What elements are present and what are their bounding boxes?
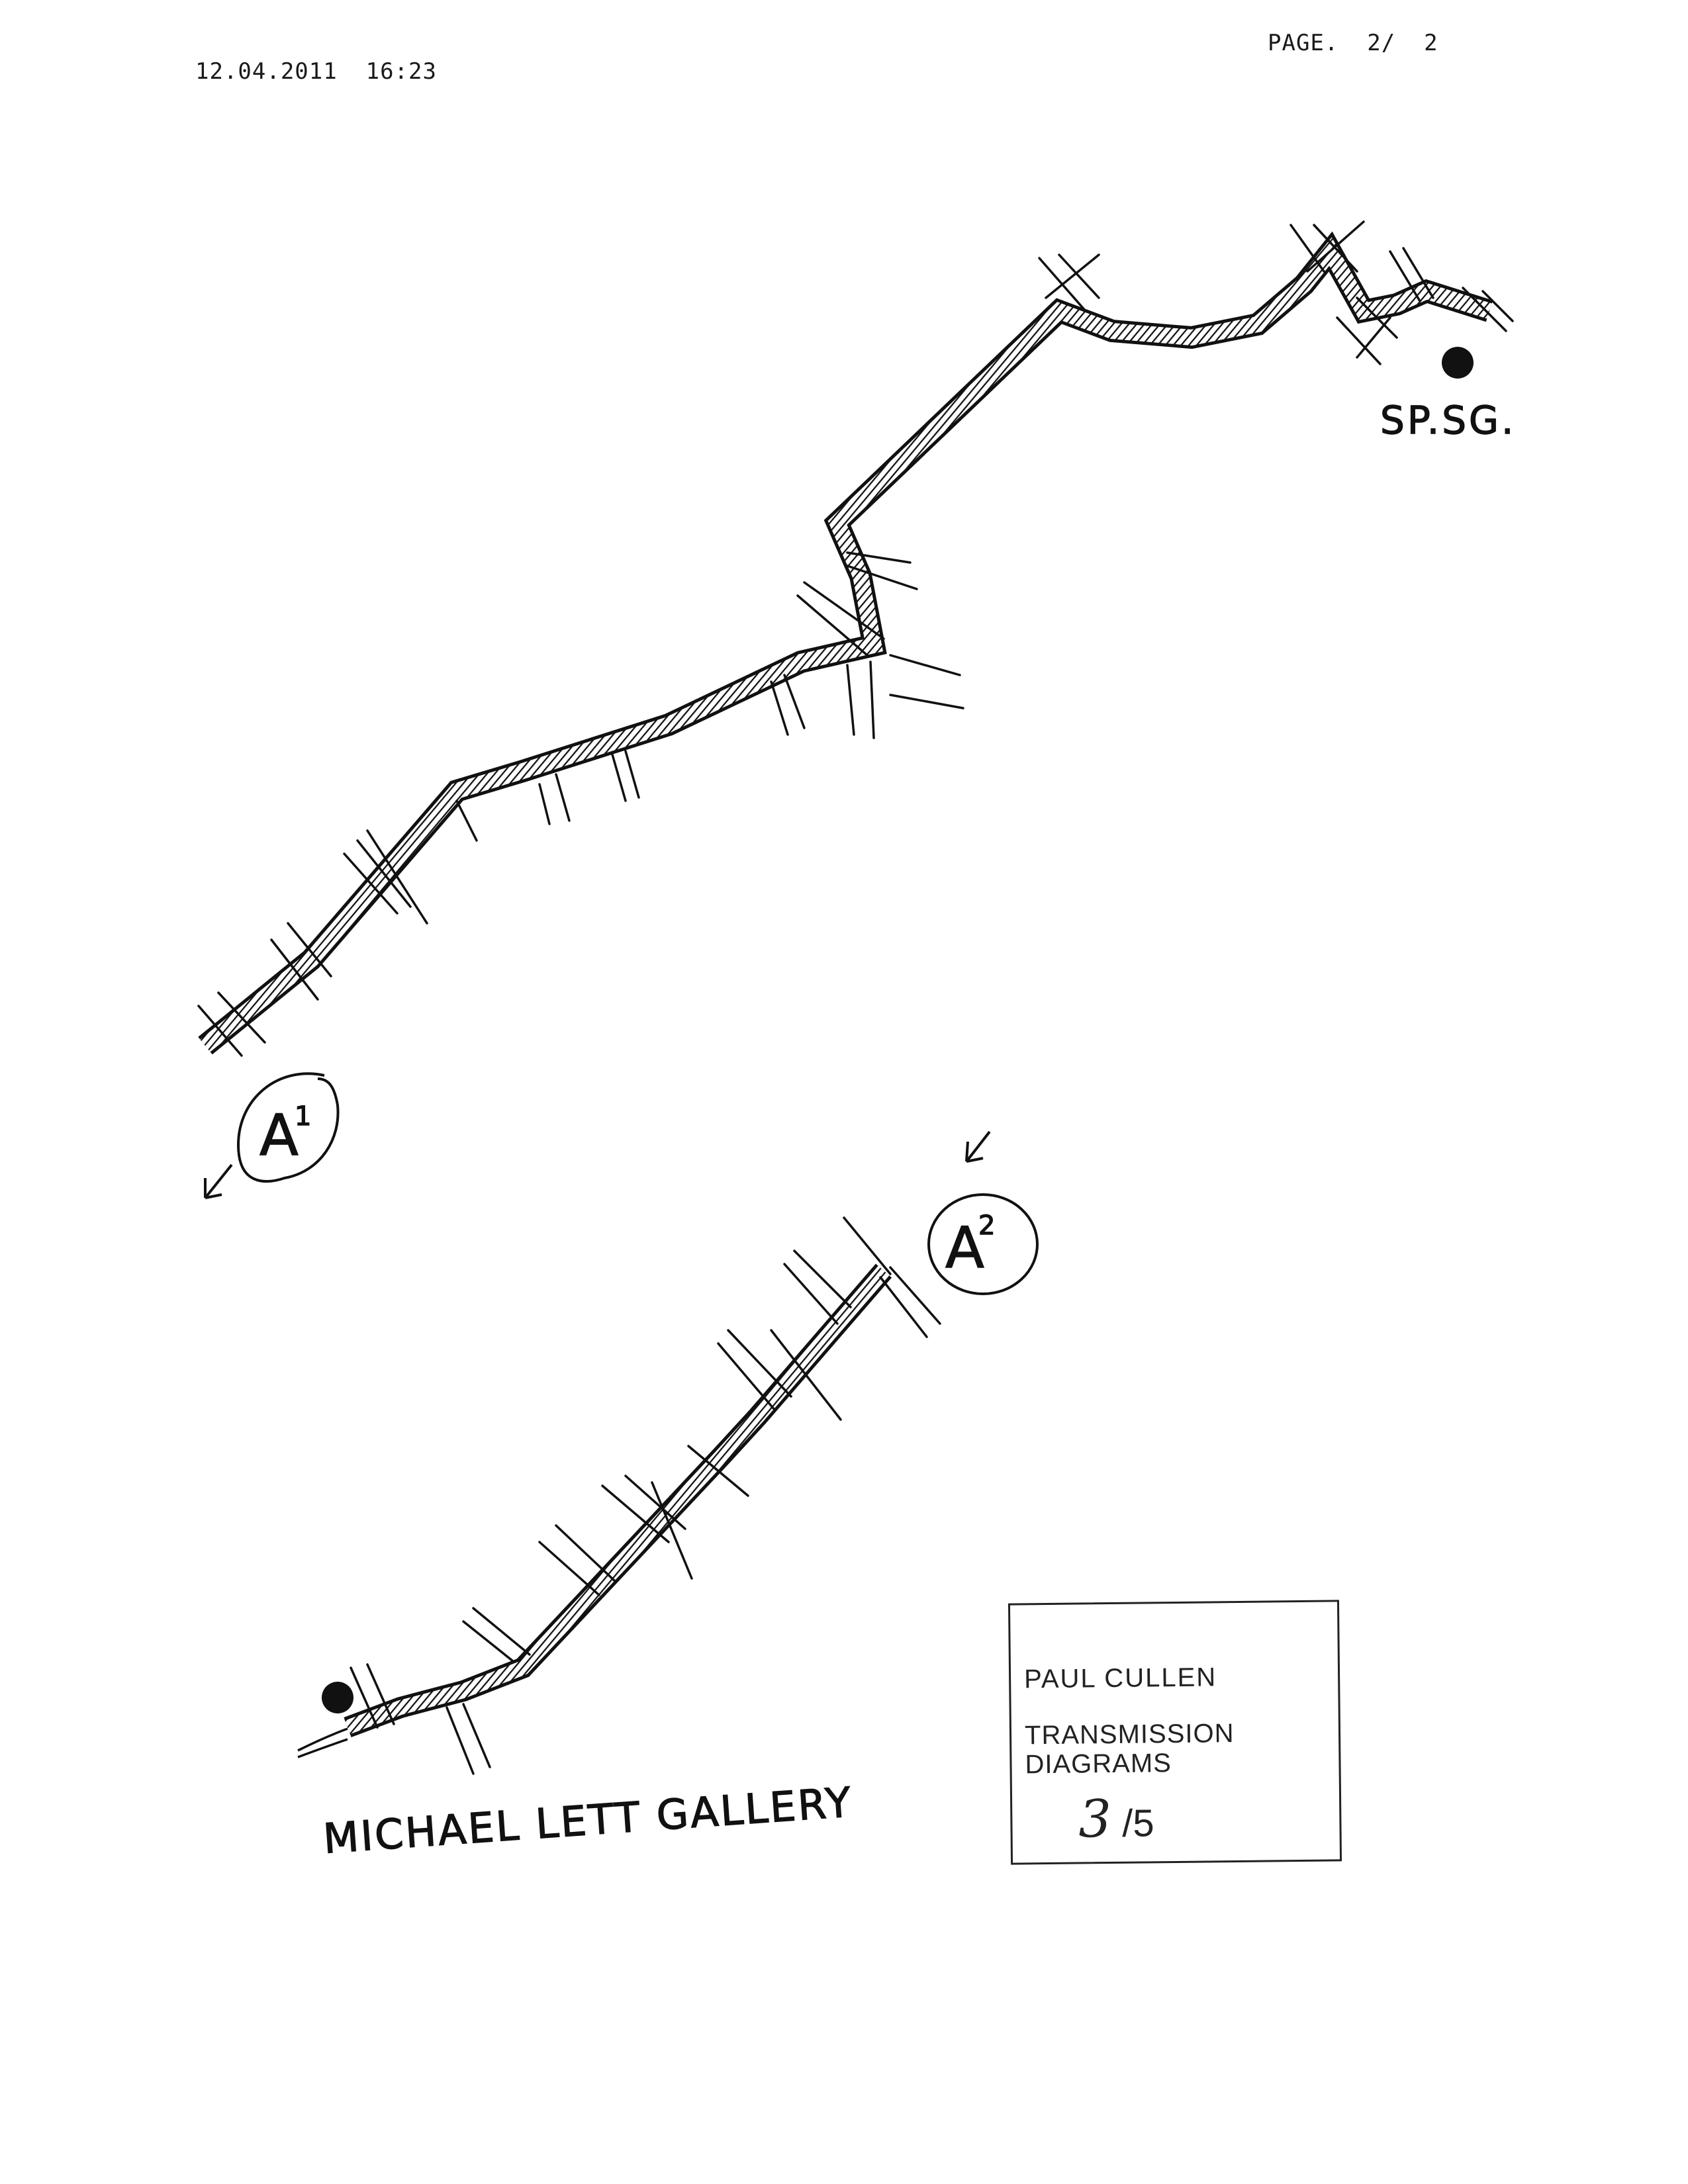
lower-route [297, 1216, 941, 1775]
edition: 3 /5 [1078, 1789, 1154, 1850]
edition-number: 3 [1078, 1790, 1112, 1850]
artwork-title: TRANSMISSION DIAGRAMS [1024, 1719, 1235, 1780]
arrow-a1-icon [204, 1163, 233, 1199]
endpoint-dot-bottom [322, 1682, 353, 1713]
marker-a1-superscript: 1 [295, 1101, 311, 1132]
fax-timestamp: 12.04.2011 16:23 [195, 58, 437, 85]
marker-a1: A 1 [204, 1072, 340, 1199]
marker-a2-letter: A [945, 1215, 984, 1281]
marker-a2-superscript: 2 [978, 1210, 995, 1241]
marker-a2: A 2 [927, 1130, 1039, 1295]
upper-route [197, 220, 1514, 1057]
gallery-label: MICHAEL LETT GALLERY [322, 1778, 854, 1863]
fax-page-number: PAGE. 2/ 2 [1268, 30, 1438, 56]
marker-a1-letter: A [259, 1103, 299, 1169]
edition-total: /5 [1121, 1801, 1154, 1845]
endpoint-dot-top [1442, 347, 1474, 379]
artist-name: PAUL CULLEN [1023, 1662, 1217, 1694]
arrow-a2-icon [965, 1130, 991, 1163]
artwork-label-card: PAUL CULLEN TRANSMISSION DIAGRAMS 3 /5 [1008, 1600, 1342, 1865]
endpoint-label-spsg: SP.SG. [1380, 398, 1516, 443]
